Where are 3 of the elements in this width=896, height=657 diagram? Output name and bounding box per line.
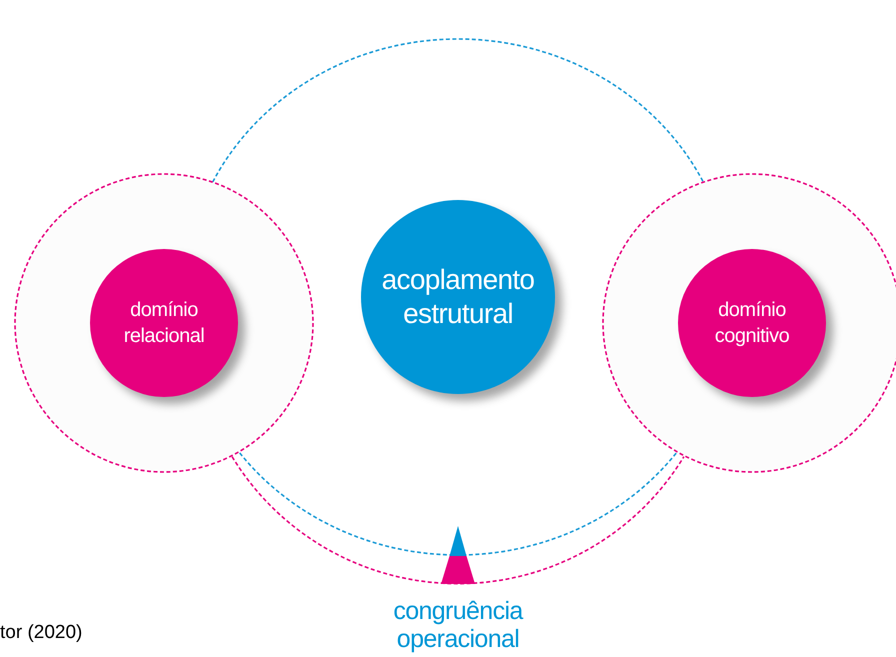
dashed-arc [231, 456, 685, 584]
concept-label: congruência operacional [392, 597, 524, 653]
source-note: tor (2020) [0, 621, 82, 645]
